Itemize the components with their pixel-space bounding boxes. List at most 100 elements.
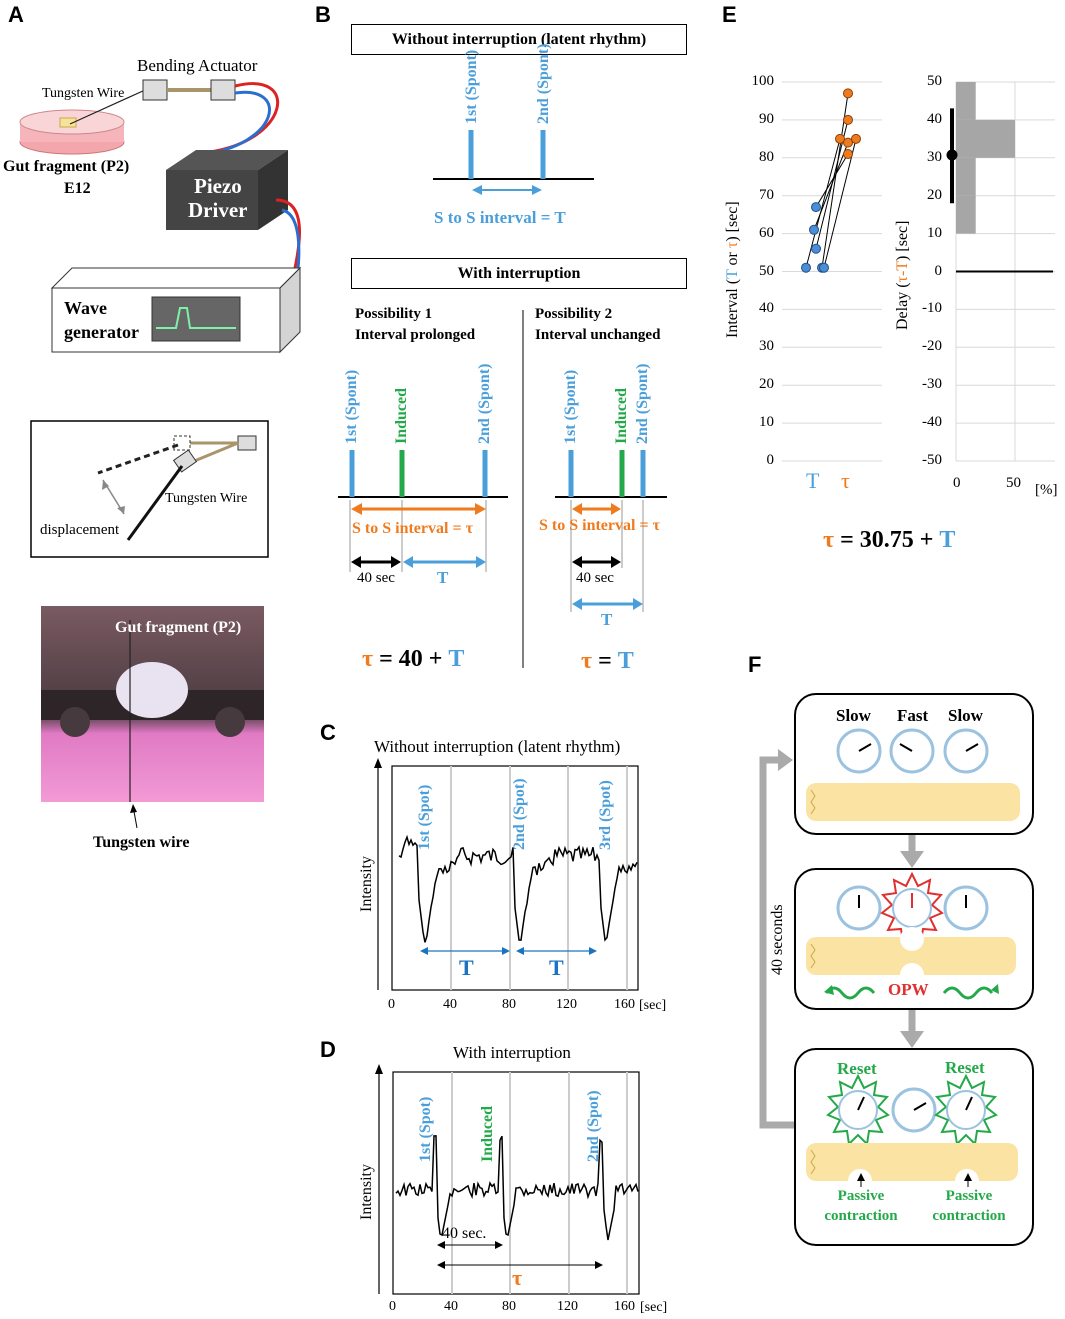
title-with-interruption: With interruption — [351, 258, 687, 289]
panel-label-d: D — [320, 1037, 336, 1062]
d-tau-label: τ — [512, 1265, 523, 1290]
clock-icon — [836, 885, 882, 931]
d-title: With interruption — [453, 1043, 571, 1062]
e-series-line — [805, 138, 841, 268]
c-xtick-40: 40 — [443, 997, 457, 1012]
e-ylabel-interval: Interval (T or τ) [sec] — [724, 201, 742, 338]
photo-gut-fragment-label: Gut fragment (P2) — [115, 619, 242, 636]
e-ylabel-delay: Delay (τ-T) [sec] — [894, 221, 912, 330]
f-fast: Fast — [897, 706, 929, 725]
panel-label-b: B — [315, 2, 331, 27]
f-reset-1: Reset — [837, 1059, 877, 1078]
e-ylabel-post: ) [sec] — [724, 201, 741, 242]
c-label-2nd: 2nd (Spot) — [511, 778, 528, 850]
e-ylabel-or: or — [724, 248, 741, 270]
f-passive-1b: contraction — [824, 1208, 898, 1224]
f-slow-1: Slow — [836, 706, 871, 725]
panel-label-a: A — [8, 2, 24, 27]
b1-1st-spont: 1st (Spont) — [343, 369, 360, 444]
e-series-line — [813, 142, 849, 230]
b1-equation: τ = 40 + T — [362, 646, 464, 673]
d-xtick-160: 160 — [614, 1299, 635, 1314]
tungsten-wire-bottom-label: Tungsten wire — [93, 834, 190, 851]
c-t-label-1: T — [459, 955, 474, 980]
e-ytick: 30 — [759, 338, 774, 355]
c-xtick-80: 80 — [502, 997, 516, 1012]
f-passive-2b: contraction — [932, 1208, 1006, 1224]
c-label-1st: 1st (Spot) — [416, 784, 433, 850]
e-eq-t: T — [939, 527, 956, 553]
f-passive-1a: Passive — [837, 1188, 885, 1204]
f-slow-2: Slow — [948, 706, 983, 725]
reset-burst-clock-icon — [826, 1073, 890, 1147]
b2-equation: τ = T — [581, 648, 634, 675]
b-spont-1: 1st (Spont) — [463, 49, 480, 124]
e-point-t — [809, 224, 819, 235]
e-point-tau — [843, 114, 853, 125]
interval-t-label: S to S interval = T — [434, 208, 566, 227]
b1-eq-t: T — [448, 646, 465, 672]
e-eq-tau: τ — [823, 527, 835, 553]
c-xtick-120: 120 — [556, 997, 577, 1012]
c-ylabel: Intensity — [358, 856, 375, 912]
b1-2nd-spont: 2nd (Spont) — [476, 363, 493, 444]
e-equation: τ = 30.75 + T — [823, 527, 955, 554]
e12-label: E12 — [64, 180, 91, 197]
e-delay-chart — [946, 81, 1055, 462]
e-ytick: 60 — [759, 224, 774, 241]
e-xtick2-50: 50 — [1006, 475, 1021, 491]
f-box-2-graphics — [806, 871, 1016, 1000]
e-ylabel2-pre: Delay ( — [894, 282, 911, 330]
e-point-tau — [843, 137, 853, 148]
b1-t-label: T — [437, 568, 449, 587]
displacement-label: displacement — [40, 522, 120, 538]
clock-icon — [836, 728, 882, 774]
b2-1st-spont: 1st (Spont) — [562, 369, 579, 444]
b2-2nd-spont: 2nd (Spont) — [634, 363, 651, 444]
wave-label-1: Wave — [64, 298, 107, 318]
e-ylabel-tau: τ — [724, 241, 741, 249]
e2-ytick: -20 — [922, 338, 942, 355]
e2-hist-bar — [956, 157, 976, 196]
e-ytick: 70 — [759, 186, 774, 203]
f-box-3-graphics — [806, 1073, 1018, 1193]
c-title: Without interruption (latent rhythm) — [374, 737, 621, 756]
d-40sec: 40 sec. — [442, 1225, 487, 1242]
gut-fragment-label: Gut fragment (P2) — [3, 158, 130, 175]
f-box-1-graphics — [806, 728, 1020, 821]
e-ytick: 100 — [751, 73, 775, 89]
d-trace-line — [395, 1135, 639, 1241]
title-without-interruption: Without interruption (latent rhythm) — [351, 24, 687, 55]
possibility-1-sub: Interval prolonged — [355, 327, 476, 343]
e2-mean-point — [946, 149, 958, 161]
e-series-line — [823, 138, 857, 268]
e-point-t — [801, 262, 811, 273]
e2-ytick: 50 — [927, 73, 942, 89]
d-xtick-0: 0 — [389, 1299, 396, 1314]
panel-label-f: F — [748, 652, 762, 677]
piezo-label-2: Driver — [188, 198, 248, 222]
possibility-2-title: Possibility 2 — [535, 306, 613, 322]
e2-ytick: -10 — [922, 300, 942, 317]
c-xtick-160: 160 — [614, 997, 635, 1012]
e-ytick: 90 — [759, 110, 774, 127]
e2-ytick: -50 — [922, 452, 942, 468]
b2-t-label: T — [601, 610, 613, 629]
e2-ytick: 20 — [927, 186, 942, 203]
b-bottom-diagram — [338, 310, 667, 668]
e-point-t — [811, 202, 821, 213]
b2-interval-tau: S to S interval = τ — [539, 517, 660, 534]
e-point-tau — [843, 88, 853, 99]
apparatus-diagram — [19, 79, 302, 829]
e2-ytick: 10 — [927, 224, 942, 241]
panel-label-c: C — [320, 720, 336, 745]
e-ylabel-t: T — [724, 269, 741, 279]
clock-icon — [889, 728, 935, 774]
e-point-tau — [843, 149, 853, 160]
d-label-induced: Induced — [479, 1105, 496, 1162]
reset-burst-clock-icon — [934, 1073, 998, 1147]
d-xtick-80: 80 — [502, 1299, 516, 1314]
c-xtick-0: 0 — [388, 997, 395, 1012]
c-x-unit: [sec] — [639, 998, 667, 1013]
e-ytick: 80 — [759, 148, 774, 165]
